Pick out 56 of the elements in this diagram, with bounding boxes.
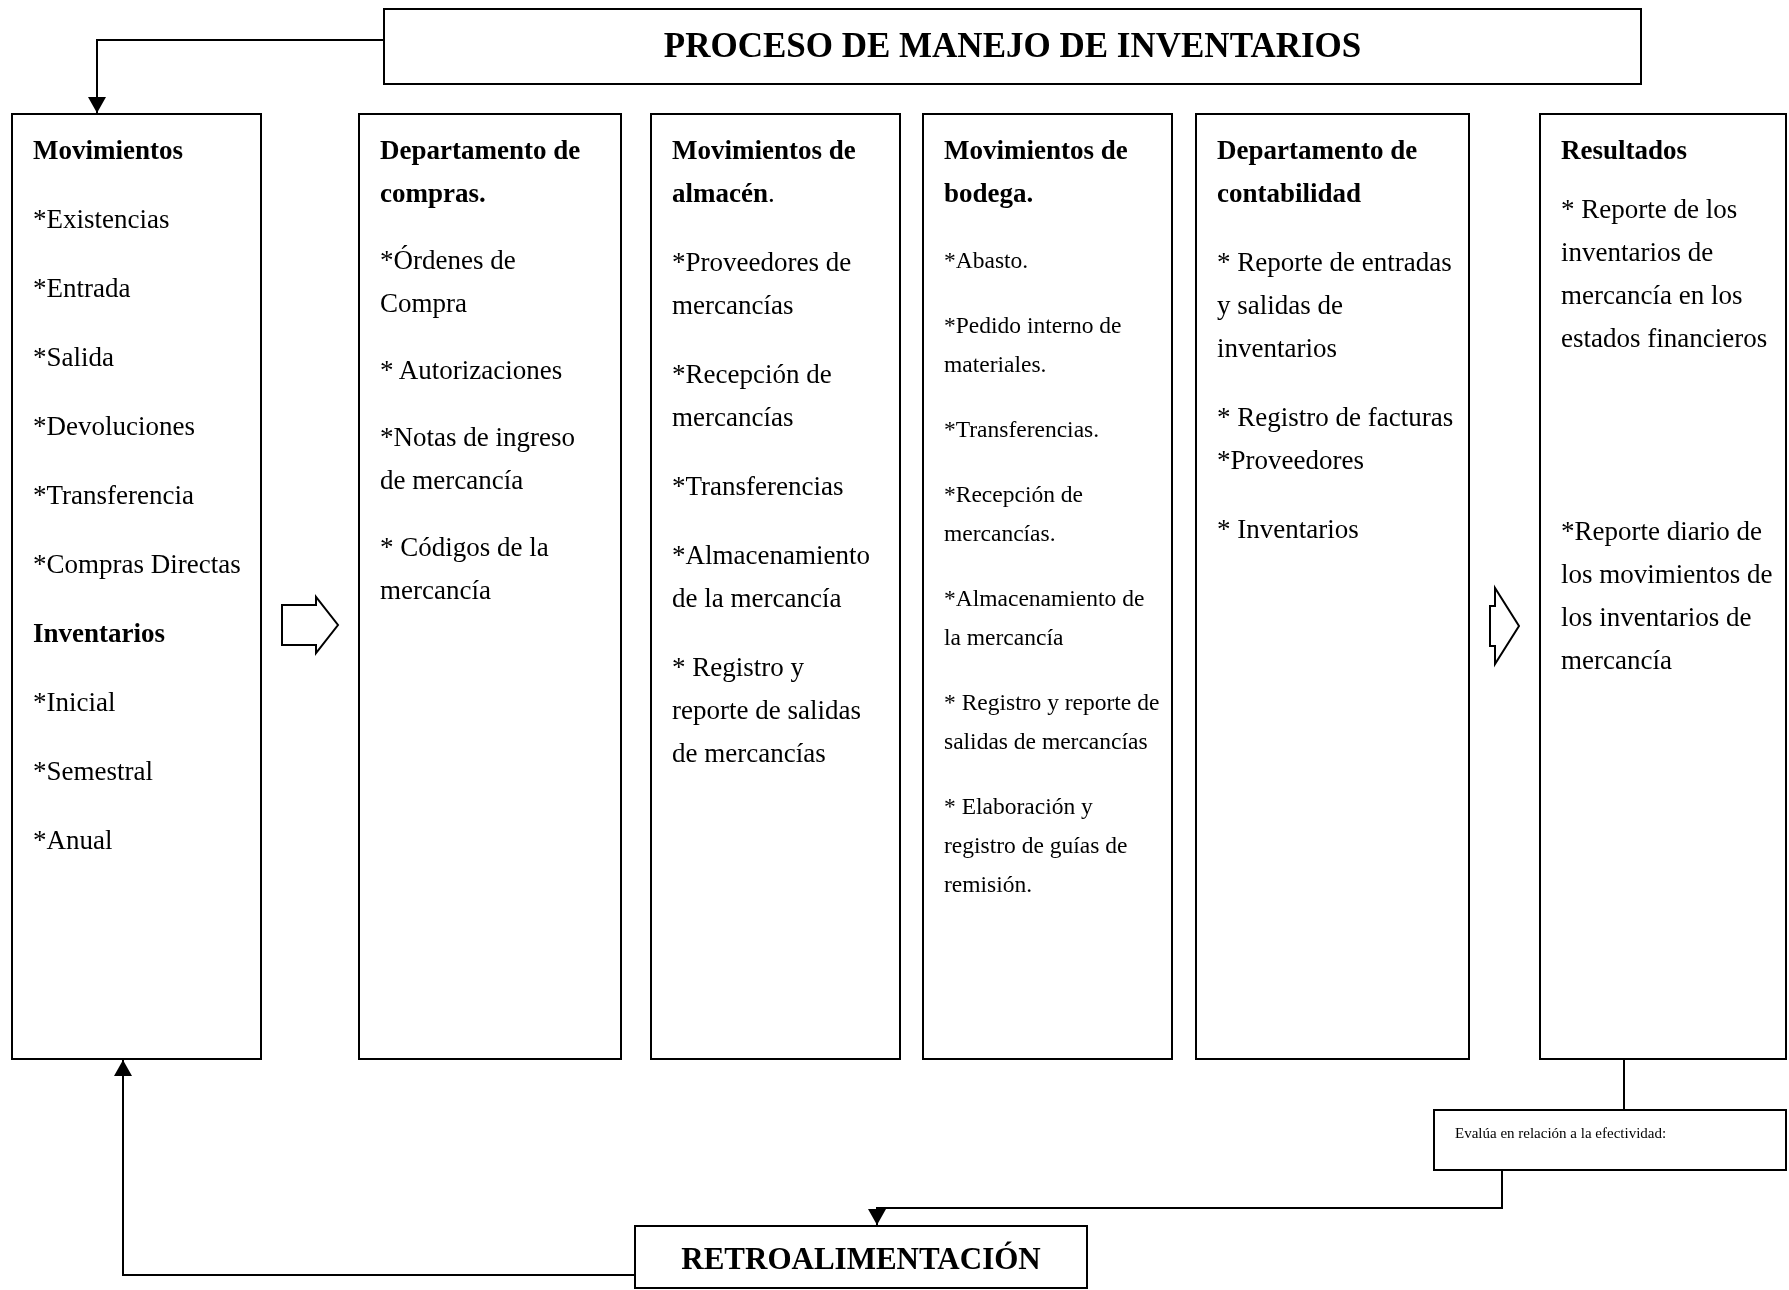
- box-text: Evalúa en relación a la efectividad:: [1455, 1124, 1668, 1143]
- feedback-box: [634, 1225, 1088, 1289]
- box-text: *Reporte diario de los movimientos de los inventarios de mercancía: [1561, 515, 1774, 677]
- box-text: * Códigos de la mercancía: [380, 531, 550, 607]
- box-heading: Movimientos de almacén.: [672, 134, 857, 210]
- process-box: [1539, 113, 1787, 1060]
- process-box: [650, 113, 901, 1060]
- note-box: [1433, 1109, 1787, 1171]
- process-box: [11, 113, 262, 1060]
- block-arrow: [1489, 584, 1521, 668]
- box-text: *Devoluciones: [33, 410, 196, 443]
- box-text: *Transferencias: [672, 470, 845, 503]
- box-text: *Notas de ingreso de mercancía: [380, 421, 576, 497]
- process-box: [922, 113, 1173, 1060]
- box-text: *Transferencias.: [944, 415, 1101, 444]
- connector-arrow: [868, 1170, 1503, 1226]
- box-text: * Registro y reporte de salidas de mercancías: [672, 651, 862, 770]
- box-text: *Proveedores: [1217, 444, 1365, 477]
- box-text: *Pedido interno de materiales.: [944, 311, 1123, 379]
- box-text: * Reporte de entradas y salidas de inventarios: [1217, 246, 1453, 365]
- box-text: *Almacenamiento de la mercancía: [672, 539, 871, 615]
- connector-arrow: [114, 1059, 635, 1276]
- box-heading: Resultados: [1561, 134, 1689, 167]
- box-text: *Órdenes de Compra: [380, 244, 517, 320]
- connector-line: [1623, 1059, 1625, 1110]
- connector-arrow: [88, 39, 384, 114]
- box-text: *Salida: [33, 341, 115, 374]
- box-text: * Registro y reporte de salidas de mercancías: [944, 688, 1161, 756]
- box-text: * Registro de facturas: [1217, 401, 1455, 434]
- box-text: *Recepción de mercancías.: [944, 480, 1084, 548]
- box-text: * Elaboración y registro de guías de remisión.: [944, 792, 1129, 899]
- box-text: *Entrada: [33, 272, 132, 305]
- box-text: *Abasto.: [944, 246, 1030, 275]
- box-text: *Transferencia: [33, 479, 195, 512]
- box-heading: Movimientos: [33, 134, 184, 167]
- box-heading: Departamento de contabilidad: [1217, 134, 1419, 210]
- box-text: *Recepción de mercancías: [672, 358, 833, 434]
- box-text: RETROALIMENTACIÓN: [681, 1240, 1041, 1278]
- box-text: * Inventarios: [1217, 513, 1360, 546]
- process-box: [358, 113, 622, 1060]
- box-text: *Almacenamiento de la mercancía: [944, 584, 1146, 652]
- box-text: *Proveedores de mercancías: [672, 246, 853, 322]
- box-heading: Movimientos de bodega.: [944, 134, 1129, 210]
- box-text: *Existencias: [33, 203, 171, 236]
- block-arrow: [281, 594, 340, 656]
- box-heading: Departamento de compras.: [380, 134, 582, 210]
- box-text: *Inicial: [33, 686, 117, 719]
- box-text: *Compras Directas: [33, 548, 242, 581]
- process-box: [1195, 113, 1470, 1060]
- box-text: * Reporte de los inventarios de mercancía en los estados financieros: [1561, 193, 1769, 355]
- box-text: *Semestral: [33, 755, 154, 788]
- box-text: *Anual: [33, 824, 114, 857]
- box-text: PROCESO DE MANEJO DE INVENTARIOS: [663, 25, 1362, 67]
- box-text: * Autorizaciones: [380, 354, 564, 387]
- title-box: [383, 8, 1642, 85]
- box-text: Inventarios: [33, 617, 166, 650]
